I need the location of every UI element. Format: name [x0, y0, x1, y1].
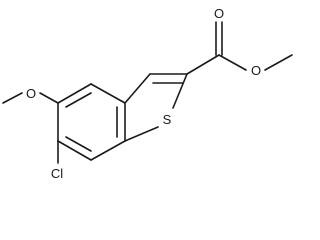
bond-c3a-c4 [90, 83, 126, 104]
bond-c4-c5 [57, 83, 92, 104]
bond-c6-c7 [57, 140, 92, 161]
carbonyl-oxygen-label: O [214, 6, 224, 21]
bond-ester-o-methyl [264, 54, 293, 71]
bond-c5-methoxy-o [39, 92, 59, 104]
double-bond-c4-c5 [65, 92, 92, 108]
bond-c2-s [172, 73, 188, 109]
structure-diagram: O O O S Cl [2, 6, 293, 181]
ester-oxygen-label: O [251, 63, 261, 78]
bond-s-c7a [124, 126, 159, 142]
double-bond-c6-c7 [65, 136, 92, 152]
bond-c3a-c3 [124, 73, 151, 104]
bond-carbonyl-ester-o [218, 54, 247, 71]
molecule-svg: O O O S Cl [2, 6, 293, 181]
bond-c2-carbonyl [186, 54, 220, 75]
bond-c7-c7a [90, 140, 126, 161]
methoxy-oxygen-label: O [26, 86, 36, 101]
sulfur-label: S [163, 112, 172, 127]
bond-methoxy-o-methyl [2, 92, 23, 104]
chlorine-label: Cl [51, 166, 63, 181]
